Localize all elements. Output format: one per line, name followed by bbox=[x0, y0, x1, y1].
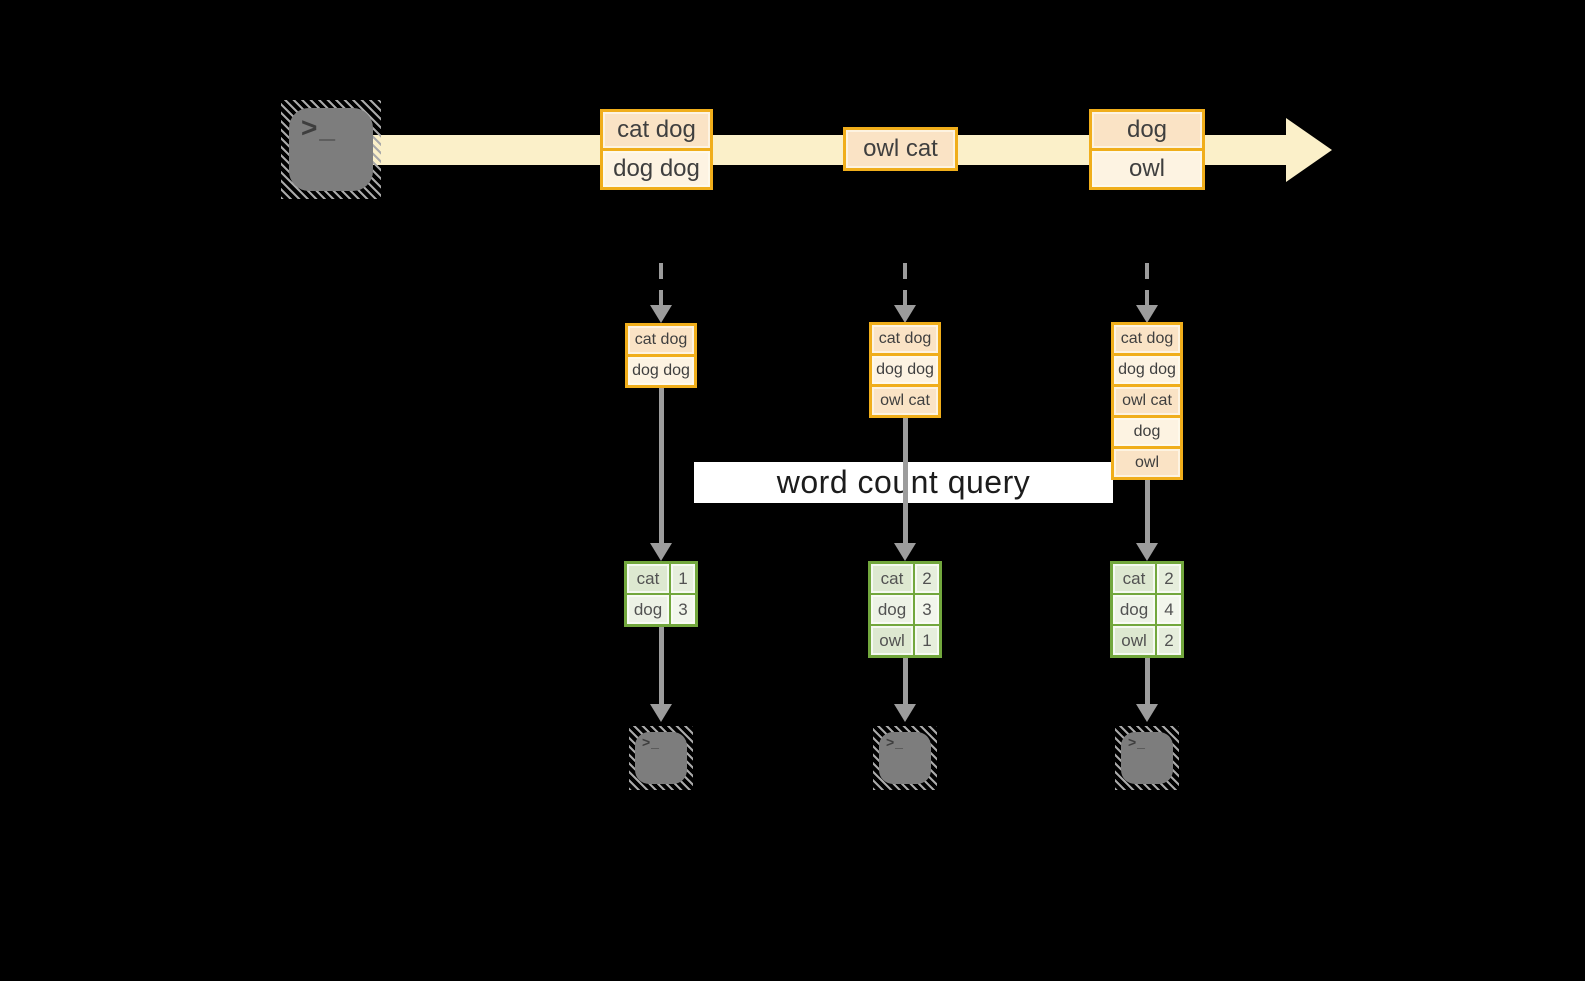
dashed-arrow-line bbox=[1145, 263, 1149, 306]
output-terminal-icon-3: >_ bbox=[1115, 726, 1179, 790]
state-item: dog dog bbox=[628, 357, 694, 385]
count-word: owl bbox=[1113, 626, 1155, 655]
count-word: cat bbox=[627, 564, 669, 593]
arrow-head bbox=[1136, 543, 1158, 561]
arrow-line bbox=[659, 627, 664, 704]
count-value: 3 bbox=[671, 595, 695, 624]
count-table-3: cat 2 dog 4 owl 2 bbox=[1110, 561, 1184, 658]
terminal-prompt-glyph: >_ bbox=[1128, 734, 1146, 750]
terminal-prompt-glyph: >_ bbox=[886, 734, 904, 750]
batch-box-2: owl cat bbox=[843, 127, 958, 171]
dashed-arrow-head bbox=[650, 305, 672, 323]
arrow-line bbox=[1145, 658, 1150, 704]
batch-item: dog dog bbox=[603, 151, 710, 187]
count-word: cat bbox=[871, 564, 913, 593]
terminal-body: >_ bbox=[289, 108, 373, 191]
dashed-arrow-line bbox=[659, 263, 663, 306]
terminal-prompt-glyph: >_ bbox=[301, 112, 337, 143]
arrow-head bbox=[894, 704, 916, 722]
state-box-3: cat dog dog dog owl cat dog owl bbox=[1111, 322, 1183, 480]
dashed-arrow-head bbox=[1136, 305, 1158, 323]
batch-item: cat dog bbox=[603, 112, 710, 148]
batch-item: dog bbox=[1092, 112, 1202, 148]
batch-item: owl cat bbox=[846, 130, 955, 168]
state-box-2: cat dog dog dog owl cat bbox=[869, 322, 941, 418]
stream-arrowhead-icon bbox=[1286, 118, 1332, 182]
state-box-1: cat dog dog dog bbox=[625, 323, 697, 388]
state-item: cat dog bbox=[872, 325, 938, 353]
terminal-prompt-glyph: >_ bbox=[642, 734, 660, 750]
batch-box-1: cat dog dog dog bbox=[600, 109, 713, 190]
count-value: 1 bbox=[671, 564, 695, 593]
count-word: dog bbox=[871, 595, 913, 624]
count-value: 3 bbox=[915, 595, 939, 624]
count-value: 2 bbox=[1157, 626, 1181, 655]
source-terminal-icon: >_ bbox=[281, 100, 381, 199]
count-word: cat bbox=[1113, 564, 1155, 593]
batch-box-3: dog owl bbox=[1089, 109, 1205, 190]
arrow-head bbox=[894, 543, 916, 561]
count-value: 2 bbox=[915, 564, 939, 593]
dashed-arrow-line bbox=[903, 263, 907, 306]
arrow-head bbox=[650, 704, 672, 722]
count-table-2: cat 2 dog 3 owl 1 bbox=[868, 561, 942, 658]
state-item: owl cat bbox=[872, 387, 938, 415]
state-item: owl bbox=[1114, 449, 1180, 477]
count-value: 1 bbox=[915, 626, 939, 655]
terminal-body: >_ bbox=[635, 732, 687, 784]
output-terminal-icon-1: >_ bbox=[629, 726, 693, 790]
count-word: dog bbox=[627, 595, 669, 624]
count-value: 2 bbox=[1157, 564, 1181, 593]
terminal-body: >_ bbox=[879, 732, 931, 784]
arrow-head bbox=[1136, 704, 1158, 722]
state-item: dog bbox=[1114, 418, 1180, 446]
state-item: cat dog bbox=[1114, 325, 1180, 353]
output-terminal-icon-2: >_ bbox=[873, 726, 937, 790]
state-item: dog dog bbox=[1114, 356, 1180, 384]
batch-item: owl bbox=[1092, 151, 1202, 187]
count-word: dog bbox=[1113, 595, 1155, 624]
arrow-head bbox=[650, 543, 672, 561]
arrow-line bbox=[903, 413, 908, 545]
arrow-line bbox=[903, 658, 908, 704]
dashed-arrow-head bbox=[894, 305, 916, 323]
count-table-1: cat 1 dog 3 bbox=[624, 561, 698, 627]
state-item: dog dog bbox=[872, 356, 938, 384]
terminal-body: >_ bbox=[1121, 732, 1173, 784]
count-value: 4 bbox=[1157, 595, 1181, 624]
state-item: owl cat bbox=[1114, 387, 1180, 415]
state-item: cat dog bbox=[628, 326, 694, 354]
arrow-line bbox=[659, 385, 664, 545]
count-word: owl bbox=[871, 626, 913, 655]
arrow-line bbox=[1145, 476, 1150, 545]
